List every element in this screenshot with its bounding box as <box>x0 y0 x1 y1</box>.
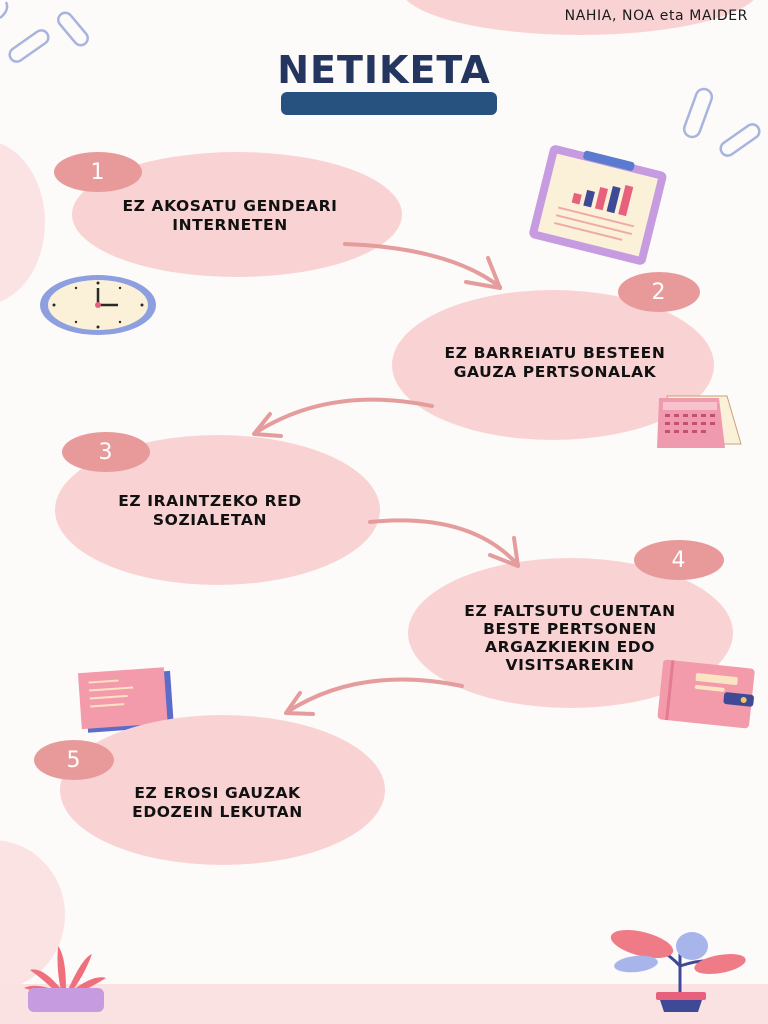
paperclip-icon <box>682 87 761 157</box>
plant-icon <box>24 946 106 1012</box>
step-1-line-1: EZ AKOSATU GENDEARI <box>122 197 338 215</box>
step-4-line-1: EZ FALTSUTU CUENTAN <box>464 602 676 620</box>
step-5-number-badge: 5 <box>34 740 114 780</box>
clock-icon <box>40 275 156 335</box>
step-4-line-4: VISITSAREKIN <box>505 656 635 674</box>
step-2-number-badge: 2 <box>618 272 700 312</box>
title-underline-bar <box>281 92 497 115</box>
clipboard-chart-icon <box>529 145 667 265</box>
authors-label: NAHIA, NOA eta MAIDER <box>564 8 748 24</box>
notebook-icon <box>657 659 755 729</box>
calendar-icon <box>657 395 742 448</box>
plant-icon <box>610 930 746 1012</box>
step-1-number-badge: 1 <box>54 152 142 192</box>
arrow-step3-to-step4 <box>368 518 520 567</box>
step-1-text: EZ AKOSATU GENDEARI INTERNETEN <box>70 197 390 235</box>
step-5-line-2: EDOZEIN LEKUTAN <box>132 803 303 821</box>
bottom-strip <box>0 984 768 1024</box>
step-5-blob <box>60 715 385 865</box>
arrow-step4-to-step5-head <box>284 691 315 716</box>
step-4-text: EZ FALTSUTU CUENTAN BESTE PERTSONEN ARGA… <box>400 602 740 674</box>
step-4-number-badge: 4 <box>634 540 724 580</box>
arrow-step1-to-step2-head <box>464 256 502 290</box>
document-icon <box>77 667 174 733</box>
step-3-line-2: SOZIALETAN <box>152 511 268 529</box>
step-2-line-2: GAUZA PERTSONALAK <box>453 363 657 381</box>
step-3-line-1: EZ IRAINTZEKO RED <box>118 492 302 510</box>
step-4-line-3: ARGAZKIEKIN EDO <box>484 638 656 656</box>
arrow-step2-to-step3-head <box>252 412 283 438</box>
step-3-text: EZ IRAINTZEKO RED SOZIALETAN <box>45 492 375 530</box>
step-4-line-2: BESTE PERTSONEN <box>483 620 657 638</box>
arrow-step4-to-step5 <box>285 677 464 714</box>
step-2-text: EZ BARREIATU BESTEEN GAUZA PERTSONALAK <box>380 344 730 382</box>
step-5-text: EZ EROSI GAUZAK EDOZEIN LEKUTAN <box>55 784 380 822</box>
arrow-step2-to-step3 <box>253 397 434 435</box>
page-title: NETIKETA <box>277 48 491 92</box>
step-1-line-2: INTERNETEN <box>172 216 288 234</box>
step-2-line-1: EZ BARREIATU BESTEEN <box>444 344 666 362</box>
step-5-line-1: EZ EROSI GAUZAK <box>134 784 301 802</box>
step-3-number-badge: 3 <box>62 432 150 472</box>
paperclip-icon <box>0 1 89 63</box>
